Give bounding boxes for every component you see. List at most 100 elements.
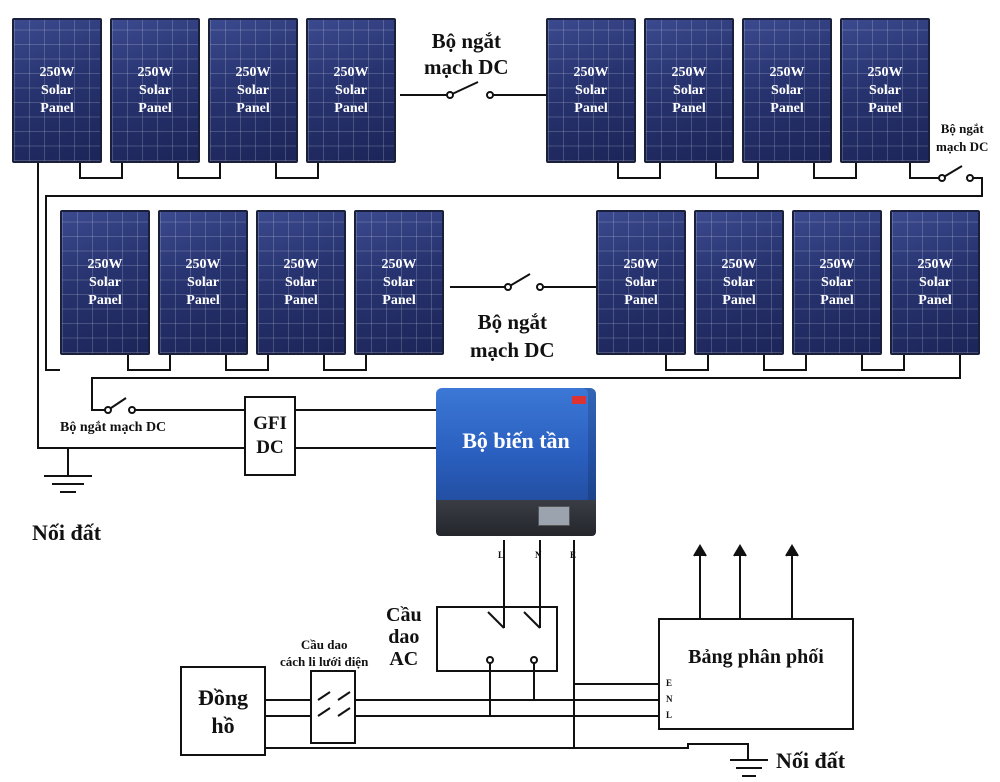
panel-text: Solar (335, 83, 367, 98)
grid-isolator-box (310, 670, 356, 744)
solar-panel: 250W Solar Panel (158, 210, 248, 355)
panel-power: 250W (137, 65, 173, 80)
label-line: GFI (253, 413, 287, 434)
terminal-label: N (666, 694, 673, 704)
inverter: Bộ biến tần (436, 388, 596, 536)
panel-power: 250W (39, 65, 75, 80)
panel-text: Panel (88, 293, 122, 308)
panel-text: Panel (918, 293, 952, 308)
panel-text: Panel (186, 293, 220, 308)
panel-text: Panel (770, 101, 804, 116)
label-line: Đồng (197, 685, 249, 710)
panel-text: Solar (187, 275, 219, 290)
ac-breaker-label: Cầu dao AC (386, 604, 422, 670)
panel-power: 250W (381, 257, 417, 272)
panel-text: Solar (383, 275, 415, 290)
solar-panel: 250W Solar Panel (546, 18, 636, 163)
solar-panel: 250W Solar Panel (12, 18, 102, 163)
meter-box: Đồng hồ (180, 666, 266, 756)
panel-power: 250W (671, 65, 707, 80)
label-line: Bộ ngắt (431, 29, 501, 53)
label-line: mạch DC (936, 139, 989, 154)
label-line: cách li lưới điện (280, 654, 369, 669)
solar-panel: 250W Solar Panel (208, 18, 298, 163)
brand-logo-icon (572, 396, 586, 404)
panel-text: Solar (771, 83, 803, 98)
solar-panel: 250W Solar Panel (306, 18, 396, 163)
solar-panel: 250W Solar Panel (256, 210, 346, 355)
panel-power: 250W (917, 257, 953, 272)
dc-breaker-top-label: Bộ ngắt mạch DC (424, 28, 509, 80)
panel-text: Solar (139, 83, 171, 98)
panel-power: 250W (573, 65, 609, 80)
display-screen-icon (538, 506, 570, 526)
panel-text: Panel (236, 101, 270, 116)
panel-text: Panel (624, 293, 658, 308)
distribution-board: Bảng phân phối (658, 618, 854, 730)
panel-text: Panel (722, 293, 756, 308)
label-line: Cầu (386, 604, 422, 626)
inverter-base (436, 500, 596, 536)
solar-panel: 250W Solar Panel (694, 210, 784, 355)
label-line: Bộ ngắt (940, 121, 984, 136)
solar-panel: 250W Solar Panel (742, 18, 832, 163)
panel-power: 250W (819, 257, 855, 272)
solar-panel: 250W Solar Panel (840, 18, 930, 163)
solar-panel: 250W Solar Panel (644, 18, 734, 163)
panel-text: Panel (334, 101, 368, 116)
panel-text: Solar (869, 83, 901, 98)
dc-breaker-left-label: Bộ ngắt mạch DC (60, 420, 167, 435)
panel-text: Solar (625, 275, 657, 290)
label-line: mạch DC (470, 338, 555, 362)
terminal-label: L (498, 550, 505, 560)
panel-text: Solar (723, 275, 755, 290)
solar-panel: 250W Solar Panel (60, 210, 150, 355)
solar-panel: 250W Solar Panel (792, 210, 882, 355)
panel-text: Solar (41, 83, 73, 98)
dc-breaker-right-label: Bộ ngắt mạch DC (936, 120, 988, 156)
panel-text: Panel (138, 101, 172, 116)
terminal-label: E (570, 550, 577, 560)
terminal-label: L (666, 710, 673, 720)
panel-power: 250W (283, 257, 319, 272)
label-line: Bảng phân phối (688, 646, 824, 668)
panel-power: 250W (623, 257, 659, 272)
panel-text: Panel (284, 293, 318, 308)
solar-panel: 250W Solar Panel (354, 210, 444, 355)
panel-power: 250W (87, 257, 123, 272)
label-line: DC (256, 437, 284, 458)
solar-panel: 250W Solar Panel (596, 210, 686, 355)
panel-power: 250W (867, 65, 903, 80)
panel-text: Panel (574, 101, 608, 116)
panel-power: 250W (235, 65, 271, 80)
label-line: Cầu dao (300, 637, 348, 652)
ground-bottom-label: Nối đất (776, 748, 846, 773)
panel-text: Panel (672, 101, 706, 116)
label-line: mạch DC (424, 55, 509, 79)
gfi-dc-box: GFI DC (244, 396, 296, 476)
panel-text: Panel (820, 293, 854, 308)
label-line: hồ (211, 713, 235, 738)
label-line: dao (388, 626, 420, 648)
panel-text: Solar (237, 83, 269, 98)
grid-isolator-label: Cầu dao cách li lưới điện (280, 636, 368, 670)
panel-power: 250W (769, 65, 805, 80)
panel-text: Solar (673, 83, 705, 98)
panel-text: Solar (821, 275, 853, 290)
panel-text: Solar (575, 83, 607, 98)
dc-breaker-middle-label: Bộ ngắt mạch DC (470, 308, 555, 364)
panel-text: Solar (919, 275, 951, 290)
panel-text: Panel (868, 101, 902, 116)
inverter-label: Bộ biến tần (462, 428, 570, 453)
label-line: AC (389, 648, 419, 670)
panel-power: 250W (721, 257, 757, 272)
panel-power: 250W (333, 65, 369, 80)
ac-breaker-box (436, 606, 558, 672)
panel-text: Solar (285, 275, 317, 290)
terminal-label: N (535, 550, 542, 560)
terminal-label: E (666, 678, 673, 688)
solar-panel: 250W Solar Panel (110, 18, 200, 163)
inverter-body: Bộ biến tần (436, 388, 596, 500)
